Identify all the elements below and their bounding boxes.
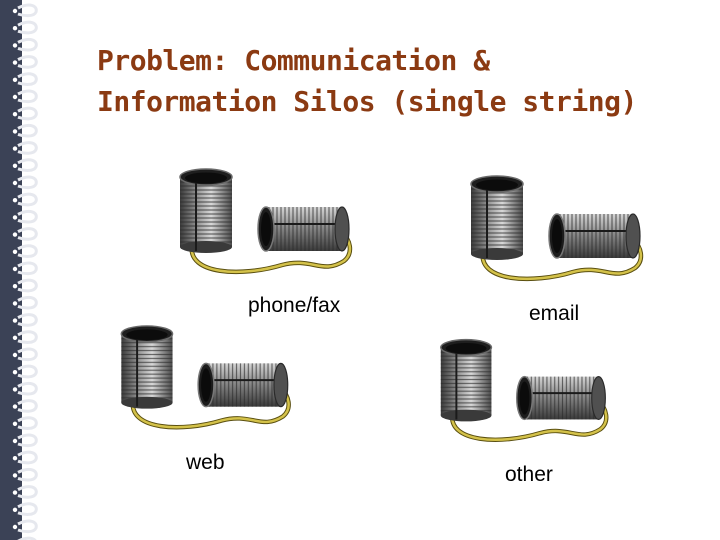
spiral-hole: [12, 180, 18, 186]
slide-title: Problem: Communication & Information Sil…: [97, 40, 697, 122]
spiral-ring: [17, 347, 38, 362]
spiral-hole: [12, 94, 18, 100]
spiral-hole: [12, 318, 18, 323]
spiral-ring: [17, 450, 38, 465]
spiral-hole: [12, 8, 18, 14]
spiral-hole: [12, 198, 18, 203]
spiral-ring: [17, 519, 38, 534]
spiral-hole: [12, 249, 18, 254]
spiral-ring: [17, 433, 38, 448]
spiral-ring: [17, 141, 38, 155]
spiral-ring: [17, 175, 38, 190]
title-line-2: Information Silos (single string): [97, 85, 637, 118]
spiral-hole: [12, 507, 18, 512]
spiral-ring: [17, 416, 38, 430]
tin-can-telephone-icon: [453, 172, 663, 302]
spiral-hole: [12, 26, 18, 31]
spiral-hole: [12, 112, 18, 117]
spiral-hole: [12, 524, 18, 530]
tin-can-telephone-icon: [172, 165, 362, 295]
spiral-hole: [12, 232, 18, 237]
spiral-ring: [17, 72, 38, 86]
spiral-ring: [17, 3, 38, 18]
spiral-ring: [17, 209, 38, 224]
spiral-ring: [17, 55, 38, 69]
spiral-ring: [17, 502, 38, 516]
tin-can-telephone-icon: [433, 335, 618, 463]
spiral-hole: [12, 352, 18, 358]
spiral-binding: [0, 0, 38, 540]
spiral-ring: [17, 106, 38, 121]
spiral-hole: [12, 421, 18, 426]
spiral-hole: [12, 387, 18, 392]
spiral-hole: [12, 215, 18, 220]
spiral-ring: [17, 20, 38, 35]
label-phone-fax: phone/fax: [248, 294, 341, 317]
spiral-ring: [17, 89, 38, 104]
spiral-hole: [12, 284, 18, 289]
spiral-hole: [12, 438, 18, 444]
spiral-ring: [17, 364, 38, 379]
spiral-hole: [12, 370, 18, 375]
spiral-ring: [17, 37, 38, 52]
spiral-ring: [17, 313, 38, 327]
title-line-1: Problem: Communication &: [97, 44, 490, 77]
spiral-hole: [12, 404, 18, 409]
spiral-ring: [17, 158, 38, 172]
spiral-hole: [12, 163, 18, 168]
spiral-ring: [17, 295, 38, 310]
spiral-hole: [12, 301, 18, 306]
spiral-hole: [12, 490, 18, 495]
spiral-ring: [17, 536, 37, 540]
label-other: other: [505, 463, 553, 486]
spiral-hole: [12, 456, 18, 461]
spiral-hole: [12, 146, 18, 151]
spiral-hole: [12, 43, 18, 48]
spiral-ring: [17, 467, 38, 482]
spiral-hole: [12, 60, 18, 65]
spiral-hole: [12, 266, 18, 272]
spiral-ring: [17, 244, 38, 258]
spiral-ring: [17, 330, 38, 344]
spiral-ring: [17, 192, 38, 207]
spiral-ring: [17, 227, 38, 241]
label-email: email: [529, 302, 580, 325]
spiral-hole: [12, 77, 18, 83]
tin-can-telephone-icon: [112, 322, 302, 450]
spiral-ring: [17, 399, 38, 413]
spiral-ring: [17, 381, 38, 396]
spiral-hole: [12, 473, 18, 478]
spiral-hole: [12, 129, 18, 134]
spiral-ring: [17, 261, 38, 276]
spiral-ring: [17, 485, 38, 499]
spiral-ring: [17, 278, 38, 293]
label-web: web: [186, 451, 225, 474]
spiral-hole: [12, 335, 18, 340]
spiral-ring: [17, 123, 38, 138]
